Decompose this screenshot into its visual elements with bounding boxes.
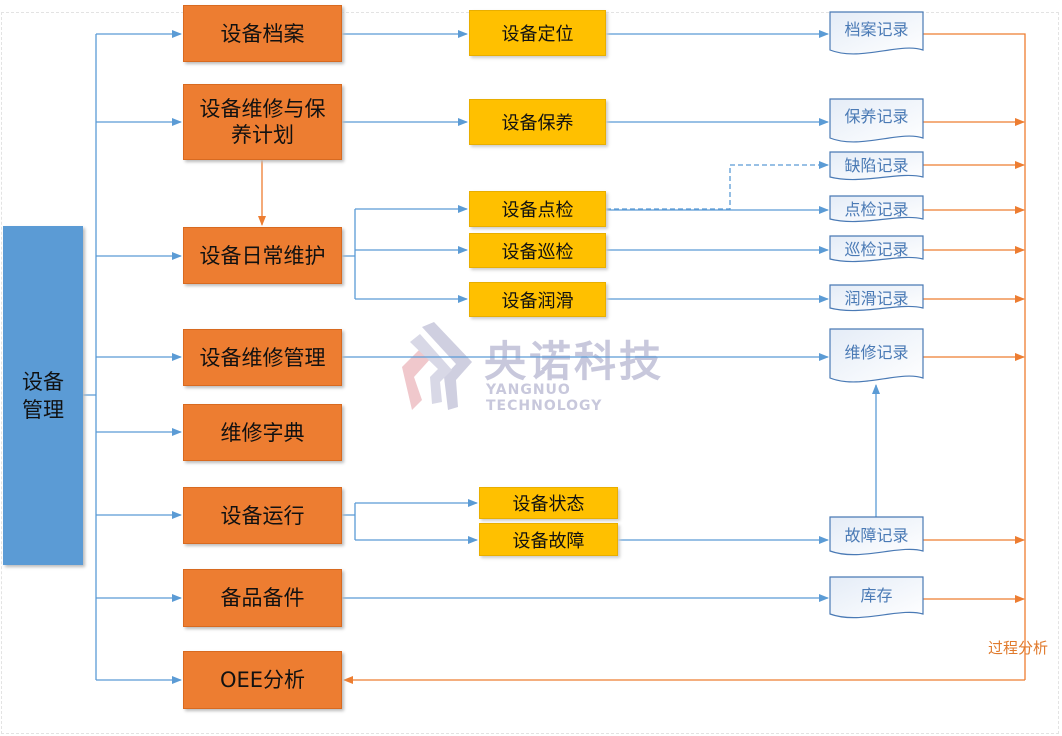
- doc-shape: [829, 195, 924, 223]
- process-analysis-label: 过程分析: [988, 639, 1049, 657]
- record-archive[interactable]: 档案记录: [844, 20, 909, 39]
- activity-patrol[interactable]: 设备巡检: [469, 233, 606, 268]
- activity-status[interactable]: 设备状态: [479, 487, 618, 519]
- doc-shape: [829, 328, 924, 383]
- activity-maintain[interactable]: 设备保养: [469, 99, 606, 145]
- activity-lube[interactable]: 设备润滑: [469, 282, 606, 317]
- record-spot[interactable]: 点检记录: [844, 200, 909, 219]
- watermark-en: YANGNUO TECHNOLOGY: [486, 382, 603, 414]
- watermark-cn: 央诺科技: [484, 337, 665, 386]
- watermark-logo-icon: [402, 322, 472, 410]
- record-repair[interactable]: 维修记录: [844, 343, 909, 362]
- doc-shape: [829, 235, 924, 263]
- record-maintain[interactable]: 保养记录: [844, 107, 909, 126]
- watermark: 央诺科技 YANGNUO TECHNOLOGY: [392, 322, 672, 414]
- doc-shape: [829, 98, 924, 143]
- module-daily[interactable]: 设备日常维护: [183, 227, 342, 284]
- activity-locate[interactable]: 设备定位: [469, 10, 606, 56]
- doc-shape: [829, 151, 924, 181]
- module-archive[interactable]: 设备档案: [183, 5, 342, 62]
- doc-shape: [829, 284, 924, 312]
- doc-shape: [829, 516, 924, 556]
- activity-spot[interactable]: 设备点检: [469, 191, 606, 227]
- module-spare[interactable]: 备品备件: [183, 569, 342, 627]
- activity-fault[interactable]: 设备故障: [479, 523, 618, 556]
- module-oee[interactable]: OEE分析: [183, 651, 342, 709]
- doc-shape: [829, 11, 924, 55]
- record-patrol[interactable]: 巡检记录: [844, 240, 909, 259]
- root-equipment-management[interactable]: 设备 管理: [3, 226, 83, 565]
- doc-shape: [829, 576, 924, 619]
- record-stock[interactable]: 库存: [860, 586, 893, 605]
- module-dict[interactable]: 维修字典: [183, 404, 342, 461]
- record-fault[interactable]: 故障记录: [844, 526, 909, 545]
- record-defect[interactable]: 缺陷记录: [844, 156, 909, 175]
- record-lube[interactable]: 润滑记录: [844, 289, 909, 308]
- module-plan[interactable]: 设备维修与保养计划: [183, 84, 342, 160]
- module-repair[interactable]: 设备维修管理: [183, 329, 342, 386]
- module-run[interactable]: 设备运行: [183, 487, 342, 544]
